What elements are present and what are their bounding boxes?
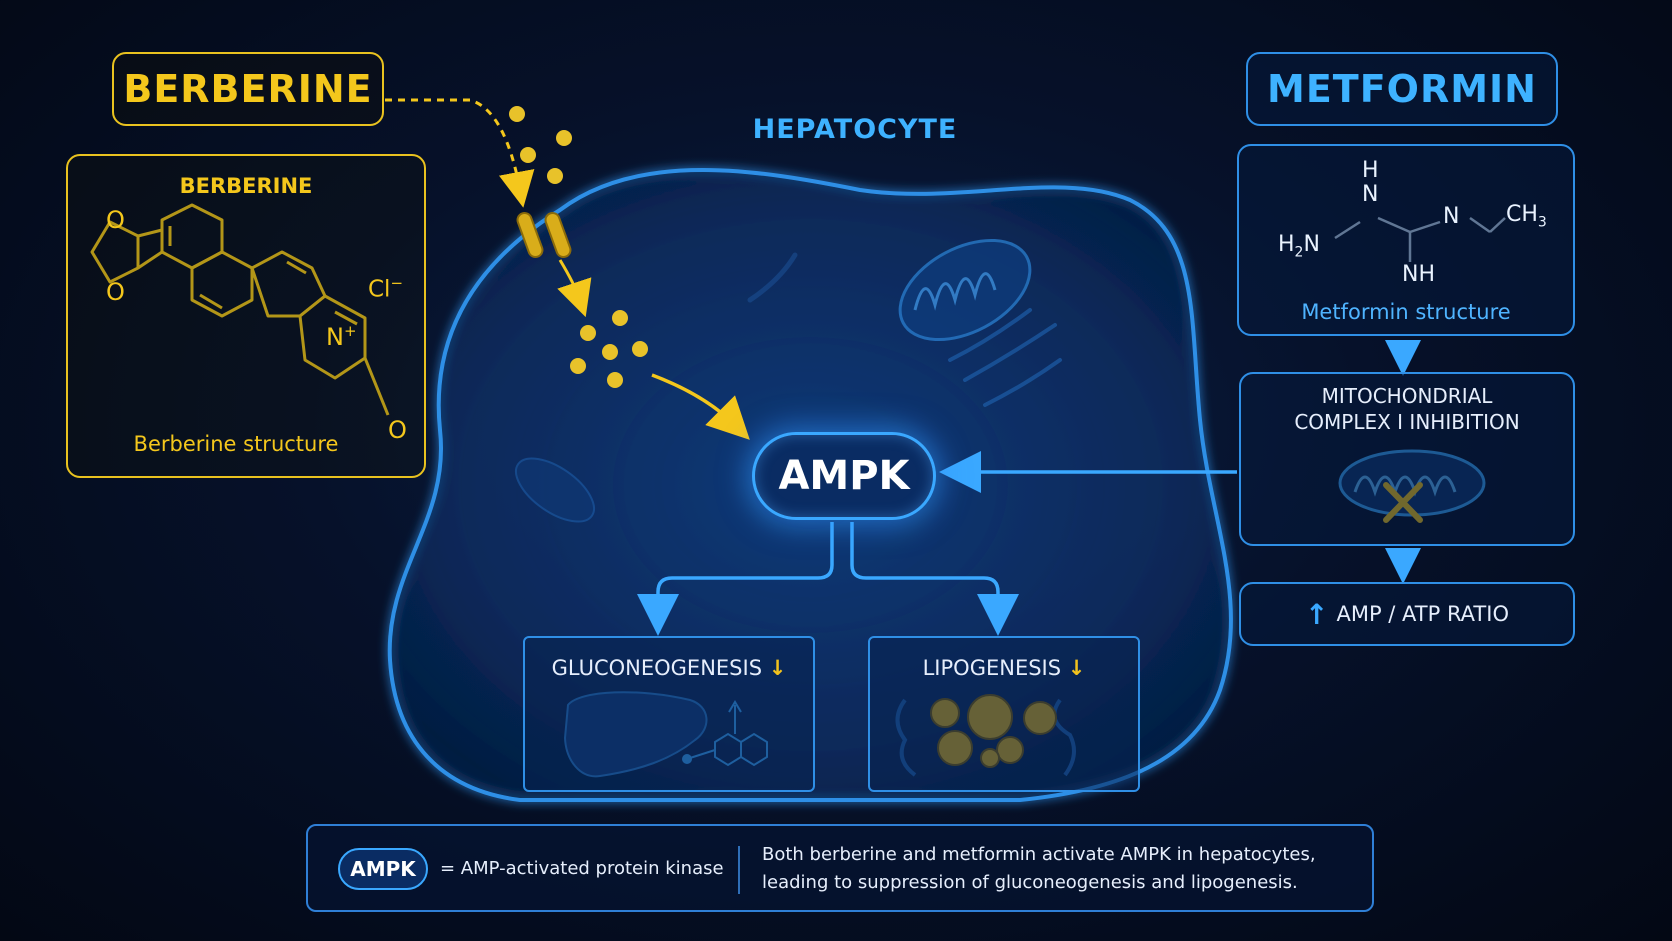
ampk-to-lipogenesis-arrow <box>850 522 1019 636</box>
berberine-chloride: Cl− <box>368 274 403 303</box>
berberine-molecules-outside <box>509 106 572 184</box>
berberine-chloride-symbol: Cl <box>368 276 391 303</box>
channel-inward-arrow <box>557 259 592 318</box>
berberine-structure-caption: Berberine structure <box>133 432 339 456</box>
mitochondrion-icon <box>898 238 1032 342</box>
lipogenesis-down-icon: ↓ <box>1067 656 1086 680</box>
metformin-atom-h2n: H2N <box>1278 232 1320 260</box>
legend-box: AMPK = AMP-activated protein kinase Both… <box>306 824 1374 912</box>
metformin-atom-nh: NH <box>1402 262 1435 287</box>
berberine-atom-o3: O <box>388 416 407 444</box>
berberine-title: BERBERINE <box>123 67 373 111</box>
berberine-atom-o2: O <box>106 278 125 306</box>
gluconeogenesis-box: GLUCONEOGENESIS ↓ <box>523 636 815 792</box>
metformin-structure-caption: Metformin structure <box>1301 300 1511 324</box>
metformin-h2n-n: N <box>1303 232 1320 257</box>
mitochondrial-inhibition-box <box>1239 372 1575 546</box>
endoplasmic-reticulum-icon <box>948 308 1062 407</box>
legend-definition: = AMP-activated protein kinase <box>440 858 724 879</box>
berberine-molecules-inside <box>570 310 648 388</box>
berberine-atom-n-letter: N <box>326 323 344 351</box>
mitochondrial-inhibition-line2: COMPLEX I INHIBITION <box>1294 410 1520 434</box>
lipogenesis-heading: LIPOGENESIS ↓ <box>870 656 1138 680</box>
metformin-structure-box <box>1237 144 1575 336</box>
ampk-to-gluconeogenesis-arrow <box>637 522 834 636</box>
amp-atp-ratio-box: ↑ AMP / ATP RATIO <box>1239 582 1575 646</box>
berberine-structure-icon <box>90 203 390 416</box>
berberine-to-ampk-arrow <box>651 373 750 440</box>
transporter-channel-icon <box>516 211 572 259</box>
metformin-ch: CH <box>1506 202 1538 227</box>
organelle-icon <box>515 457 595 523</box>
hepatocyte-label: HEPATOCYTE <box>752 114 958 145</box>
berberine-atom-n: N+ <box>326 322 357 351</box>
berberine-charge-plus: + <box>343 322 357 340</box>
legend-divider <box>738 846 740 894</box>
mitochondrial-inhibition-line1: MITOCHONDRIAL <box>1321 384 1493 408</box>
metformin-h2n-h: H <box>1278 232 1295 257</box>
legend-summary-line1: Both berberine and metformin activate AM… <box>762 844 1316 865</box>
gluconeogenesis-down-icon: ↓ <box>768 656 787 680</box>
metformin-atom-ch3: CH3 <box>1506 202 1547 230</box>
ampk-label: AMPK <box>778 453 910 499</box>
berberine-title-box: BERBERINE <box>112 52 384 126</box>
berberine-structure-heading: BERBERINE <box>179 174 313 198</box>
metformin-atom-n-right: N <box>1443 204 1460 229</box>
metformin-atom-h: H <box>1362 158 1379 183</box>
gluconeogenesis-label: GLUCONEOGENESIS <box>551 656 763 680</box>
amp-atp-ratio-label: AMP / ATP RATIO <box>1336 602 1509 626</box>
metformin-atom-n-top: N <box>1362 182 1379 207</box>
berberine-charge-minus: − <box>390 274 404 292</box>
legend-ampk-pill: AMPK <box>338 848 428 890</box>
amp-atp-up-icon: ↑ <box>1305 597 1329 631</box>
metformin-ch3-sub: 3 <box>1537 214 1547 231</box>
legend-summary-line2: leading to suppression of gluconeogenesi… <box>762 872 1298 893</box>
ampk-node: AMPK <box>752 432 936 520</box>
berberine-entry-arrow <box>385 98 535 208</box>
berberine-atom-o1: O <box>106 206 125 234</box>
berberine-structure-box <box>66 154 426 478</box>
metformin-title: METFORMIN <box>1267 67 1537 111</box>
metformin-h2n-sub: 2 <box>1294 244 1304 261</box>
metformin-title-box: METFORMIN <box>1246 52 1558 126</box>
lipogenesis-box: LIPOGENESIS ↓ <box>868 636 1140 792</box>
lipogenesis-label: LIPOGENESIS <box>922 656 1062 680</box>
gluconeogenesis-heading: GLUCONEOGENESIS ↓ <box>525 656 813 680</box>
